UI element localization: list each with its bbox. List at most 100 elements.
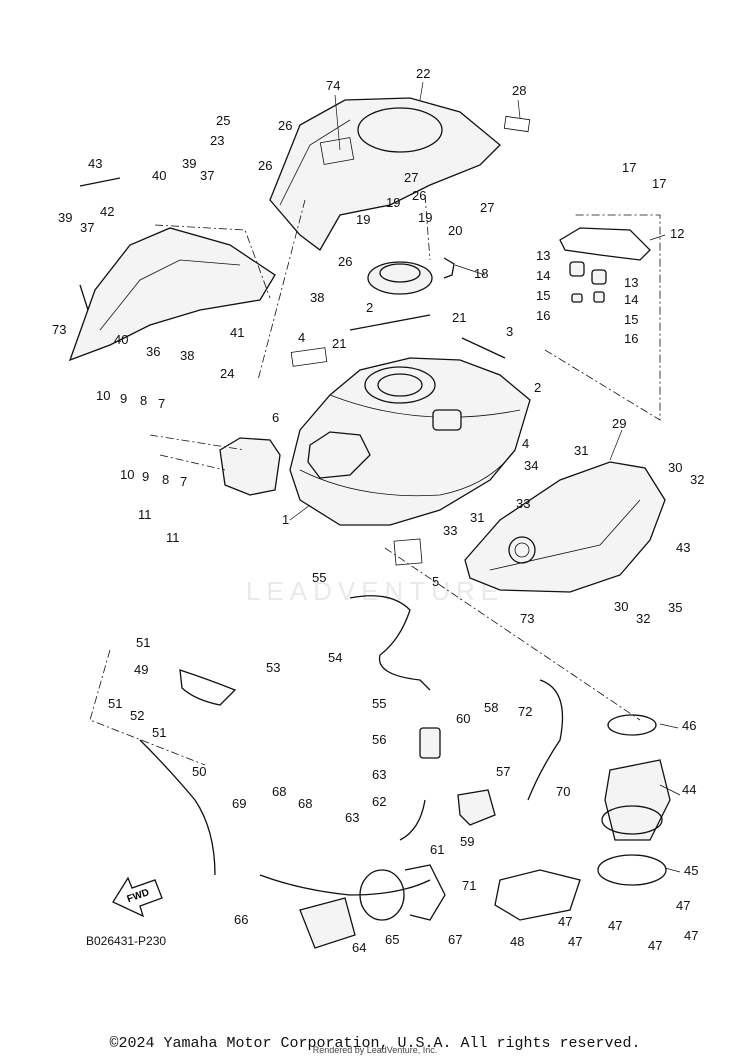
callout-21[interactable]: 21 (452, 310, 466, 325)
callout-26[interactable]: 26 (278, 118, 292, 133)
callout-26[interactable]: 26 (412, 188, 426, 203)
callout-25[interactable]: 25 (216, 113, 230, 128)
callout-63[interactable]: 63 (372, 767, 386, 782)
callout-57[interactable]: 57 (496, 764, 510, 779)
callout-69[interactable]: 69 (232, 796, 246, 811)
callout-30[interactable]: 30 (614, 599, 628, 614)
callout-73[interactable]: 73 (52, 322, 66, 337)
callout-73[interactable]: 73 (520, 611, 534, 626)
callout-68[interactable]: 68 (272, 784, 286, 799)
callout-47[interactable]: 47 (608, 918, 622, 933)
callout-17[interactable]: 17 (622, 160, 636, 175)
callout-51[interactable]: 51 (136, 635, 150, 650)
callout-21[interactable]: 21 (332, 336, 346, 351)
callout-27[interactable]: 27 (404, 170, 418, 185)
callout-37[interactable]: 37 (80, 220, 94, 235)
callout-43[interactable]: 43 (88, 156, 102, 171)
callout-61[interactable]: 61 (430, 842, 444, 857)
callout-62[interactable]: 62 (372, 794, 386, 809)
callout-56[interactable]: 56 (372, 732, 386, 747)
callout-35[interactable]: 35 (668, 600, 682, 615)
callout-4[interactable]: 4 (298, 330, 305, 345)
callout-20[interactable]: 20 (448, 223, 462, 238)
callout-33[interactable]: 33 (516, 496, 530, 511)
callout-39[interactable]: 39 (58, 210, 72, 225)
callout-7[interactable]: 7 (180, 474, 187, 489)
callout-54[interactable]: 54 (328, 650, 342, 665)
callout-14[interactable]: 14 (536, 268, 550, 283)
callout-23[interactable]: 23 (210, 133, 224, 148)
callout-10[interactable]: 10 (120, 467, 134, 482)
callout-51[interactable]: 51 (108, 696, 122, 711)
callout-34[interactable]: 34 (524, 458, 538, 473)
callout-40[interactable]: 40 (152, 168, 166, 183)
callout-8[interactable]: 8 (140, 393, 147, 408)
callout-14[interactable]: 14 (624, 292, 638, 307)
callout-9[interactable]: 9 (142, 469, 149, 484)
callout-66[interactable]: 66 (234, 912, 248, 927)
callout-31[interactable]: 31 (470, 510, 484, 525)
callout-71[interactable]: 71 (462, 878, 476, 893)
callout-67[interactable]: 67 (448, 932, 462, 947)
callout-2[interactable]: 2 (534, 380, 541, 395)
callout-58[interactable]: 58 (484, 700, 498, 715)
callout-37[interactable]: 37 (200, 168, 214, 183)
callout-46[interactable]: 46 (682, 718, 696, 733)
callout-29[interactable]: 29 (612, 416, 626, 431)
callout-38[interactable]: 38 (180, 348, 194, 363)
callout-43[interactable]: 43 (676, 540, 690, 555)
callout-4[interactable]: 4 (522, 436, 529, 451)
callout-1[interactable]: 1 (282, 512, 289, 527)
callout-74[interactable]: 74 (326, 78, 340, 93)
callout-11[interactable]: 11 (138, 507, 152, 522)
callout-13[interactable]: 13 (536, 248, 550, 263)
callout-15[interactable]: 15 (536, 288, 550, 303)
callout-5[interactable]: 5 (432, 574, 439, 589)
callout-3[interactable]: 3 (506, 324, 513, 339)
callout-70[interactable]: 70 (556, 784, 570, 799)
callout-50[interactable]: 50 (192, 764, 206, 779)
callout-47[interactable]: 47 (568, 934, 582, 949)
callout-47[interactable]: 47 (684, 928, 698, 943)
callout-32[interactable]: 32 (690, 472, 704, 487)
callout-12[interactable]: 12 (670, 226, 684, 241)
callout-27[interactable]: 27 (480, 200, 494, 215)
callout-15[interactable]: 15 (624, 312, 638, 327)
callout-40[interactable]: 40 (114, 332, 128, 347)
callout-8[interactable]: 8 (162, 472, 169, 487)
callout-36[interactable]: 36 (146, 344, 160, 359)
callout-19[interactable]: 19 (418, 210, 432, 225)
callout-11[interactable]: 11 (166, 530, 180, 545)
callout-24[interactable]: 24 (220, 366, 234, 381)
callout-52[interactable]: 52 (130, 708, 144, 723)
callout-16[interactable]: 16 (536, 308, 550, 323)
callout-53[interactable]: 53 (266, 660, 280, 675)
callout-32[interactable]: 32 (636, 611, 650, 626)
callout-38[interactable]: 38 (310, 290, 324, 305)
callout-41[interactable]: 41 (230, 325, 244, 340)
callout-55[interactable]: 55 (372, 696, 386, 711)
callout-72[interactable]: 72 (518, 704, 532, 719)
callout-19[interactable]: 19 (356, 212, 370, 227)
callout-19[interactable]: 19 (386, 195, 400, 210)
callout-17[interactable]: 17 (652, 176, 666, 191)
callout-60[interactable]: 60 (456, 711, 470, 726)
callout-47[interactable]: 47 (676, 898, 690, 913)
callout-42[interactable]: 42 (100, 204, 114, 219)
callout-6[interactable]: 6 (272, 410, 279, 425)
callout-39[interactable]: 39 (182, 156, 196, 171)
callout-47[interactable]: 47 (558, 914, 572, 929)
callout-9[interactable]: 9 (120, 391, 127, 406)
callout-48[interactable]: 48 (510, 934, 524, 949)
callout-45[interactable]: 45 (684, 863, 698, 878)
callout-33[interactable]: 33 (443, 523, 457, 538)
callout-31[interactable]: 31 (574, 443, 588, 458)
callout-26[interactable]: 26 (338, 254, 352, 269)
callout-10[interactable]: 10 (96, 388, 110, 403)
callout-49[interactable]: 49 (134, 662, 148, 677)
callout-44[interactable]: 44 (682, 782, 696, 797)
callout-2[interactable]: 2 (366, 300, 373, 315)
callout-28[interactable]: 28 (512, 83, 526, 98)
callout-22[interactable]: 22 (416, 66, 430, 81)
callout-47[interactable]: 47 (648, 938, 662, 953)
